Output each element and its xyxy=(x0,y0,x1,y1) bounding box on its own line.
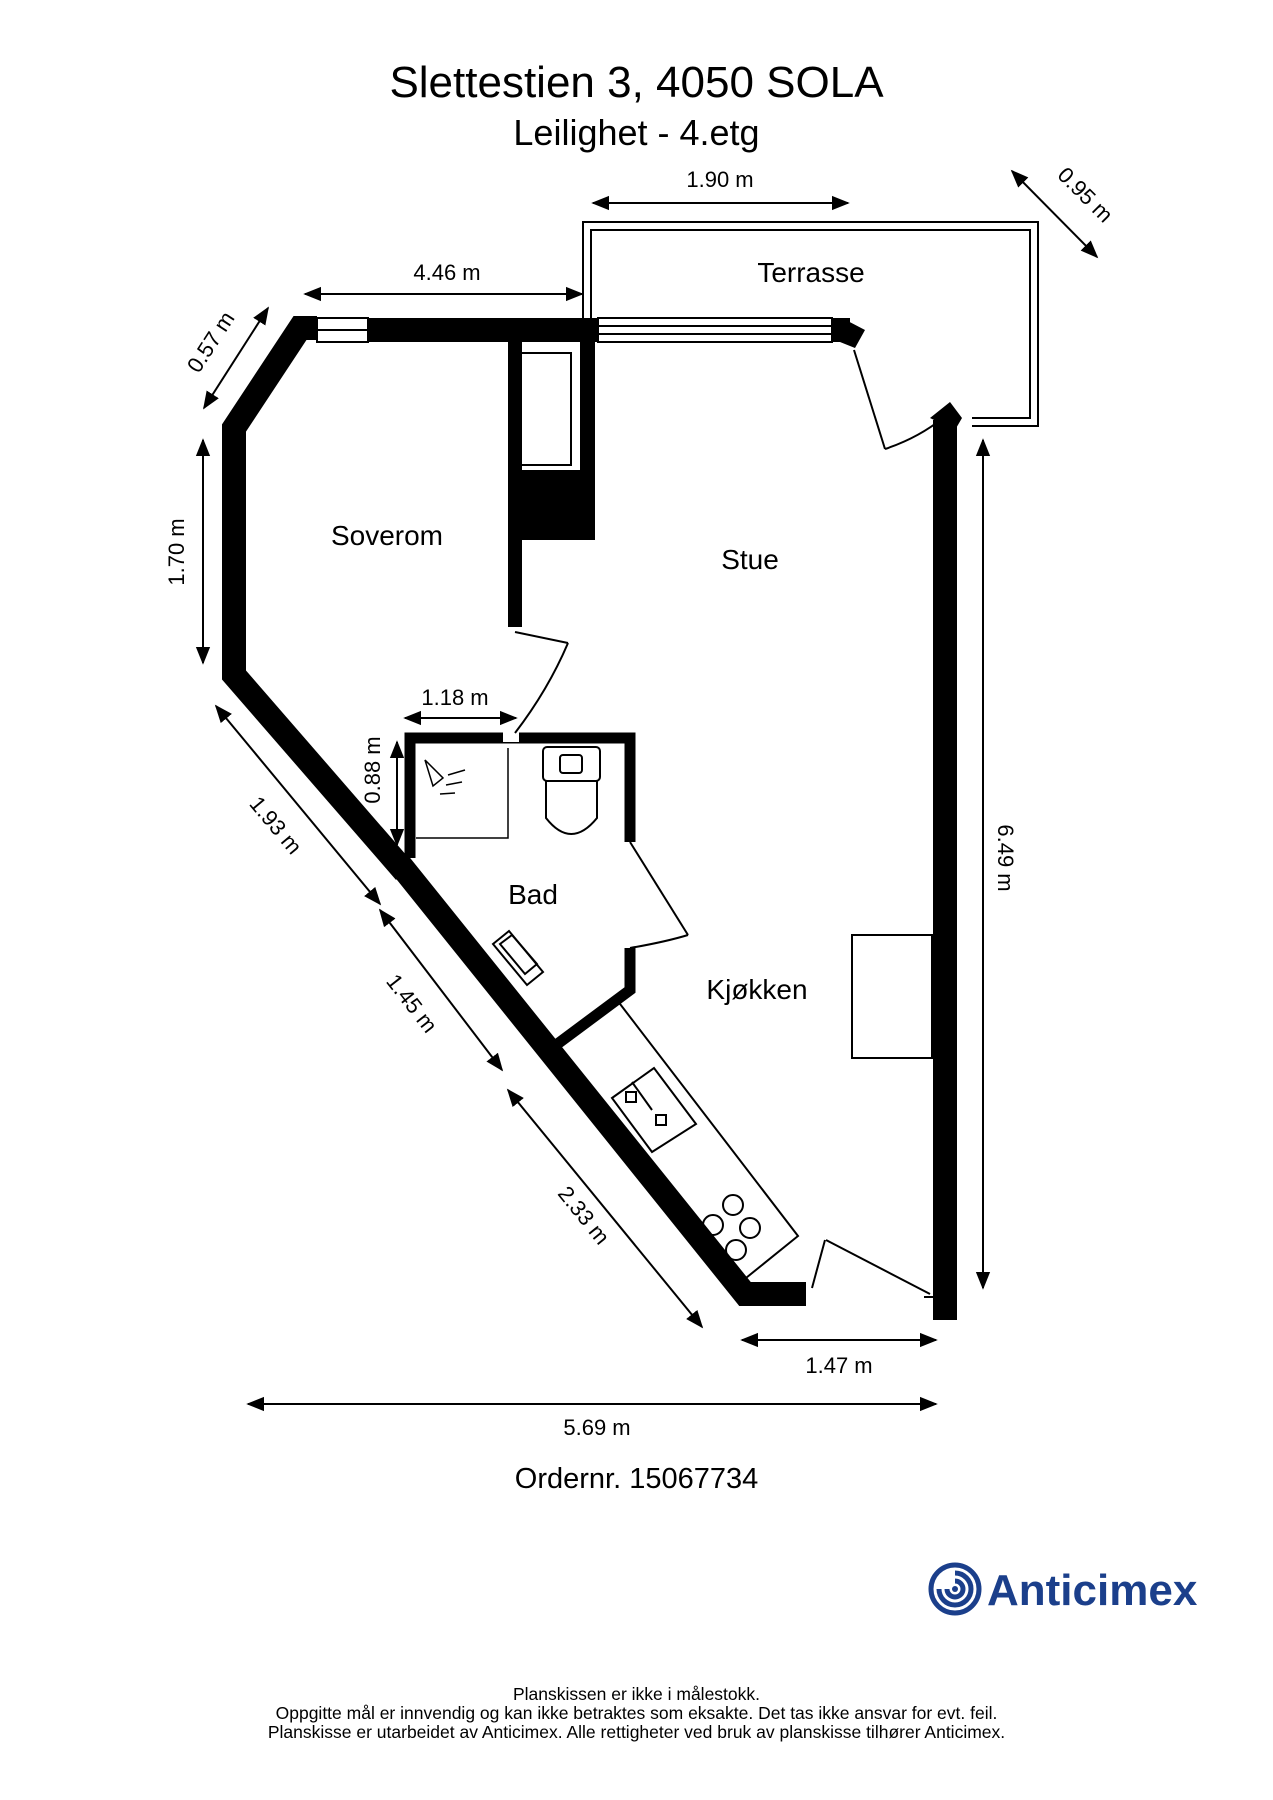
footer-line: Oppgitte mål er innvendig og kan ikke be… xyxy=(275,1703,998,1723)
room-label-terrasse: Terrasse xyxy=(757,257,864,288)
dim-label-bottom-wall: 1.47 m xyxy=(805,1353,872,1378)
dim-label-total-width: 5.69 m xyxy=(563,1415,630,1440)
anticimex-swirl-icon: Anticimex xyxy=(928,1562,1198,1616)
door-gap xyxy=(503,732,519,742)
dim-label-bath-shower: 0.88 m xyxy=(360,736,385,803)
plan-subtitle: Leilighet - 4.etg xyxy=(513,112,760,153)
dim-label-diag-upper: 1.93 m xyxy=(245,791,307,859)
room-label-kjokken: Kjøkken xyxy=(706,974,807,1005)
room-label-bad: Bad xyxy=(508,879,558,910)
disclaimer-footer: Planskissen er ikke i målestokk. Oppgitt… xyxy=(0,1685,1273,1742)
room-label-stue: Stue xyxy=(721,544,779,575)
window xyxy=(316,317,833,343)
plan-address-title: Slettestien 3, 4050 SOLA xyxy=(389,58,884,107)
corner-nub xyxy=(840,318,865,348)
toilet xyxy=(542,746,601,835)
interior-walls xyxy=(508,342,595,627)
door xyxy=(514,349,944,1295)
brand-name: Anticimex xyxy=(987,1566,1198,1615)
dim-label-diag-lower: 2.33 m xyxy=(553,1181,615,1249)
room-label-soverom: Soverom xyxy=(331,520,443,551)
dim-label-terrace-width: 1.90 m xyxy=(686,167,753,192)
dim-label-bath-width: 1.18 m xyxy=(421,685,488,710)
dim-label-left-wall: 1.70 m xyxy=(164,518,189,585)
corner-nub xyxy=(930,402,962,430)
shower xyxy=(416,748,509,839)
footer-line: Planskisse er utarbeidet av Anticimex. A… xyxy=(267,1722,1006,1742)
footer-line: Planskissen er ikke i målestokk. xyxy=(512,1684,761,1704)
bath-sink xyxy=(491,929,545,987)
dim-label-right-wall: 6.49 m xyxy=(993,824,1018,891)
kitchen-island xyxy=(851,934,933,1059)
anticimex-logo: Anticimex xyxy=(925,1555,1215,1625)
dim-label-top-wall: 4.46 m xyxy=(413,260,480,285)
dim-label-terrace-depth: 0.95 m xyxy=(1053,162,1118,227)
dimension-lines xyxy=(195,169,1099,1412)
order-number: Ordernr. 15067734 xyxy=(514,1463,759,1495)
